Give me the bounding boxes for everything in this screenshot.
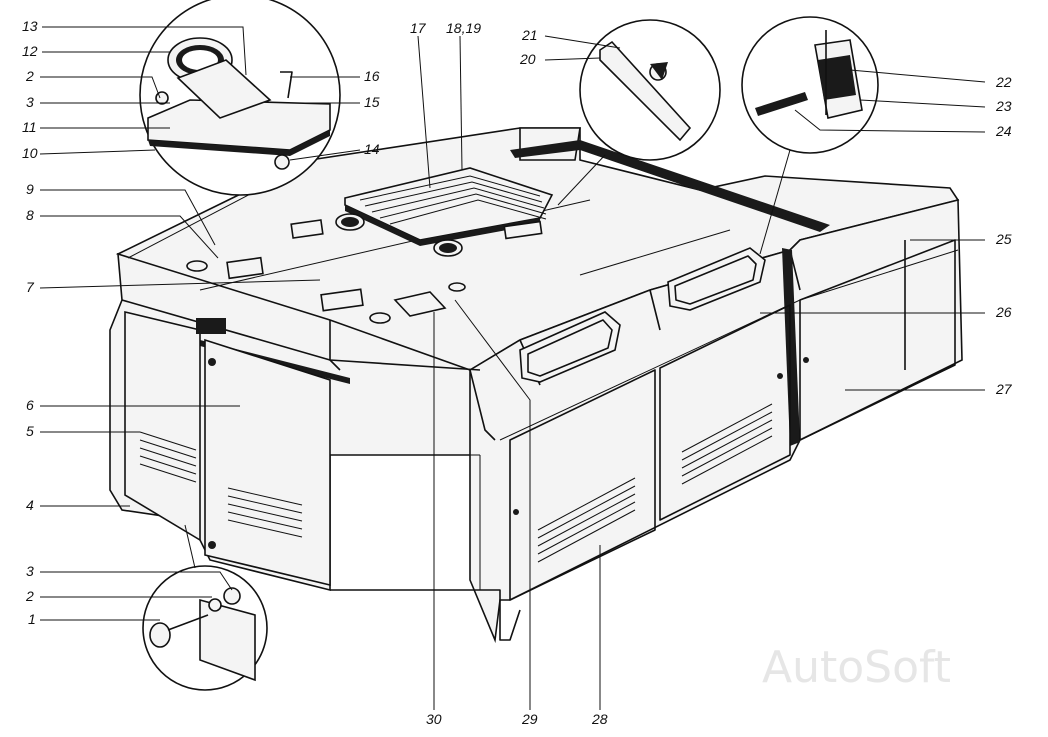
callout-14: 14: [364, 141, 380, 157]
detail-inset-seal: [741, 16, 879, 255]
callout-12: 12: [22, 43, 38, 59]
callout-15: 15: [364, 94, 380, 110]
callout-23: 23: [995, 98, 1012, 114]
callout-11: 11: [22, 119, 37, 135]
callout-3-top: 3: [26, 94, 34, 110]
callout-30: 30: [426, 711, 442, 727]
side-louvre-panels: [509, 239, 956, 601]
callout-labels: 13 12 2 3 11 10 9 8 7 6 5 4 3 2 1 16 15 …: [22, 18, 1013, 727]
callout-1: 1: [28, 611, 36, 627]
callout-29: 29: [521, 711, 538, 727]
callout-24: 24: [995, 123, 1012, 139]
callout-16: 16: [364, 68, 380, 84]
callout-21: 21: [521, 27, 538, 43]
leader-lines: [39, 26, 986, 710]
detail-inset-clamp: [557, 19, 721, 206]
callout-17: 17: [410, 20, 427, 36]
callout-25: 25: [995, 231, 1012, 247]
callout-2-top: 2: [25, 68, 34, 84]
callout-27: 27: [995, 381, 1013, 397]
roof-grille: [344, 167, 554, 246]
callout-4: 4: [26, 497, 34, 513]
callout-22: 22: [995, 74, 1012, 90]
callout-9: 9: [26, 181, 34, 197]
watermark-text: AutoSoft: [762, 642, 951, 693]
callout-20: 20: [519, 51, 536, 67]
callout-28: 28: [591, 711, 608, 727]
callout-5: 5: [26, 423, 34, 439]
callout-8: 8: [26, 207, 34, 223]
roof-hardware: [186, 213, 543, 324]
callout-2-bottom: 2: [25, 588, 34, 604]
hood-windows: [519, 247, 766, 383]
callout-6: 6: [26, 397, 34, 413]
callout-3-bottom: 3: [26, 563, 34, 579]
callout-26: 26: [995, 304, 1012, 320]
callout-7: 7: [26, 279, 35, 295]
detail-inset-flange: [139, 0, 341, 196]
callout-18-19: 18,19: [446, 20, 481, 36]
left-doors: [124, 310, 331, 587]
callout-10: 10: [22, 145, 38, 161]
callout-13: 13: [22, 18, 38, 34]
